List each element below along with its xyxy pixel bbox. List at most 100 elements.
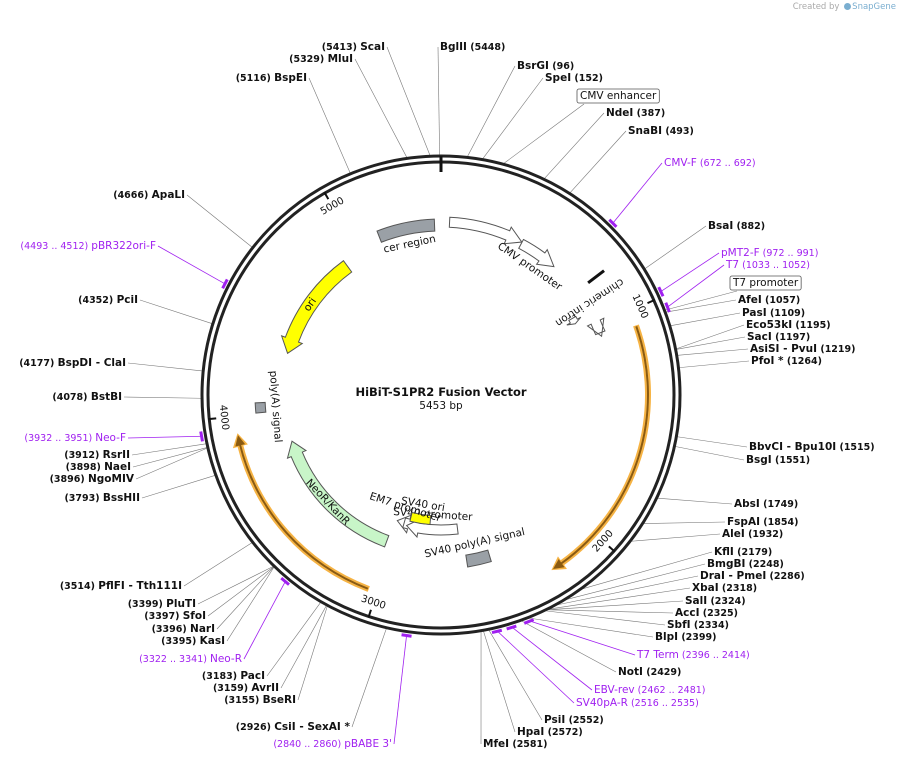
enzyme-position: (2552) (565, 715, 603, 726)
enzyme-pasi: PasI (1109) (742, 307, 805, 319)
enzyme-position: (1551) (772, 455, 810, 466)
enzyme-name: PflFI - Tth111I (98, 580, 182, 592)
tick-mark (323, 191, 330, 200)
enzyme-leader (437, 46, 440, 156)
primer-leader (496, 630, 575, 704)
enzyme-name: SfoI (183, 610, 206, 622)
enzyme-name: BseRI (263, 694, 296, 706)
enzyme-psii: PsiI (2552) (544, 714, 604, 726)
enzyme-mfei: MfeI (2581) (483, 738, 547, 750)
enzyme-absi: AbsI (1749) (734, 498, 798, 510)
enzyme-position: (96) (549, 61, 574, 72)
primer-mark-t7 (664, 302, 671, 313)
primer-name: T7 Term (636, 649, 679, 661)
primer-marks (199, 218, 671, 638)
primer-leader (127, 435, 203, 439)
primer-mark-neo-f (199, 431, 204, 442)
primer-name: Neo-F (95, 432, 126, 444)
enzyme-name: SalI (685, 595, 707, 607)
enzyme-name: SpeI (545, 72, 571, 84)
enzyme-bsshii: (3793) BssHII (64, 492, 140, 504)
enzyme-position: (3399) (128, 599, 166, 610)
enzyme-name: PfoI * (751, 355, 784, 367)
boxed-label-cmv-enhancer: CMV enhancer (576, 88, 660, 104)
enzyme-leader (569, 130, 627, 193)
enzyme-position: (2286) (766, 571, 804, 582)
enzyme-position: (2334) (691, 620, 729, 631)
enzyme-position: (4078) (52, 392, 90, 403)
enzyme-name: BsgI (746, 454, 772, 466)
enzyme-leader (488, 630, 543, 721)
enzyme-leader (677, 436, 748, 448)
enzyme-leader (386, 46, 431, 156)
enzyme-afei: AfeI (1057) (738, 294, 800, 306)
enzyme-leader (483, 631, 516, 733)
enzyme-leader (226, 567, 275, 642)
primer-pbr322ori-f: (4493 .. 4512) pBR322ori-F (20, 240, 156, 252)
primer-t7-term: T7 Term (2396 .. 2414) (636, 649, 750, 661)
tick-label: 5000 (319, 195, 347, 217)
enzyme-position: (1219) (817, 344, 855, 355)
enzyme-blpi: BlpI (2399) (655, 631, 716, 643)
enzyme-leader (644, 225, 707, 269)
enzyme-position: (2926) (236, 722, 274, 733)
enzyme-kasi: (3395) KasI (161, 635, 225, 647)
enzyme-name: Eco53kI (746, 319, 792, 331)
plasmid-center-label: HiBiT-S1PR2 Fusion Vector 5453 bp (355, 385, 526, 412)
chimeric-intron-marker (587, 269, 605, 285)
enzyme-leader (127, 362, 203, 372)
enzyme-position: (2399) (678, 632, 716, 643)
enzyme-pcii: (4352) PciI (78, 294, 138, 306)
enzyme-pflfi-tth111i: (3514) PflFI - Tth111I (60, 580, 182, 592)
enzyme-pluti: (3399) PluTI (128, 598, 196, 610)
primer-range: (2516 .. 2535) (628, 698, 699, 709)
enzyme-position: (5448) (467, 42, 505, 53)
enzyme-name: DraI - PmeI (700, 570, 766, 582)
enzyme-noti: NotI (2429) (618, 666, 681, 678)
neor-kanr-feature (286, 440, 390, 548)
primer-range: (1033 .. 1052) (739, 260, 810, 271)
enzyme-sali: SalI (2324) (685, 595, 746, 607)
primer-leader (659, 252, 720, 293)
enzyme-bmgbi: BmgBI (2248) (707, 558, 784, 570)
enzyme-leader (141, 475, 215, 499)
enzyme-name: AsiSI - PvuI (750, 343, 817, 355)
enzyme-leader (123, 396, 202, 399)
enzyme-position: (1932) (745, 529, 783, 540)
primer-range: (2840 .. 2860) (273, 739, 344, 750)
t7-promoter-feature (586, 317, 606, 338)
enzyme-name: BspDI - ClaI (58, 357, 126, 369)
plasmid-backbone (200, 154, 682, 636)
plasmid-name: HiBiT-S1PR2 Fusion Vector (355, 385, 526, 399)
enzyme-position: (2318) (719, 583, 757, 594)
enzyme-bspdi-clai: (4177) BspDI - ClaI (19, 357, 126, 369)
enzyme-position: (3912) (64, 450, 102, 461)
primer-pmt2-f: pMT2-F (972 .. 991) (721, 247, 818, 259)
chimeric-intron-arrow (566, 315, 582, 326)
enzyme-name: BstBI (91, 391, 122, 403)
enzyme-snabi: SnaBI (493) (628, 125, 694, 137)
enzyme-name: FspAI (727, 516, 760, 528)
enzyme-position: (882) (733, 221, 765, 232)
primer-range: (3932 .. 3951) (24, 433, 95, 444)
tick-mark (208, 417, 217, 421)
enzyme-name: NgoMIV (88, 473, 135, 485)
enzyme-name: NarI (190, 623, 215, 635)
enzyme-leader (467, 65, 516, 157)
primer-sv40pa-r: SV40pA-R (2516 .. 2535) (576, 697, 699, 709)
enzyme-naei: (3898) NaeI (66, 461, 131, 473)
primer-pbabe-3: (2840 .. 2860) pBABE 3' (273, 738, 392, 750)
enzyme-name: CsiI - SexAI * (274, 721, 350, 733)
enzyme-bsai: BsaI (882) (708, 220, 765, 232)
enzyme-leader (135, 447, 208, 480)
tick-label: 4000 (217, 404, 231, 430)
enzyme-position: (5413) (322, 42, 360, 53)
enzyme-csii-sexai: (2926) CsiI - SexAI * (236, 721, 351, 733)
enzyme-mlui: (5329) MluI (289, 53, 353, 65)
primer-leader (528, 620, 636, 656)
enzyme-position: (152) (571, 73, 603, 84)
sv40-poly-a-signal-feature (465, 549, 492, 568)
primer-mark-pbr322ori-f (221, 278, 229, 290)
enzyme-name: PacI (240, 670, 265, 682)
